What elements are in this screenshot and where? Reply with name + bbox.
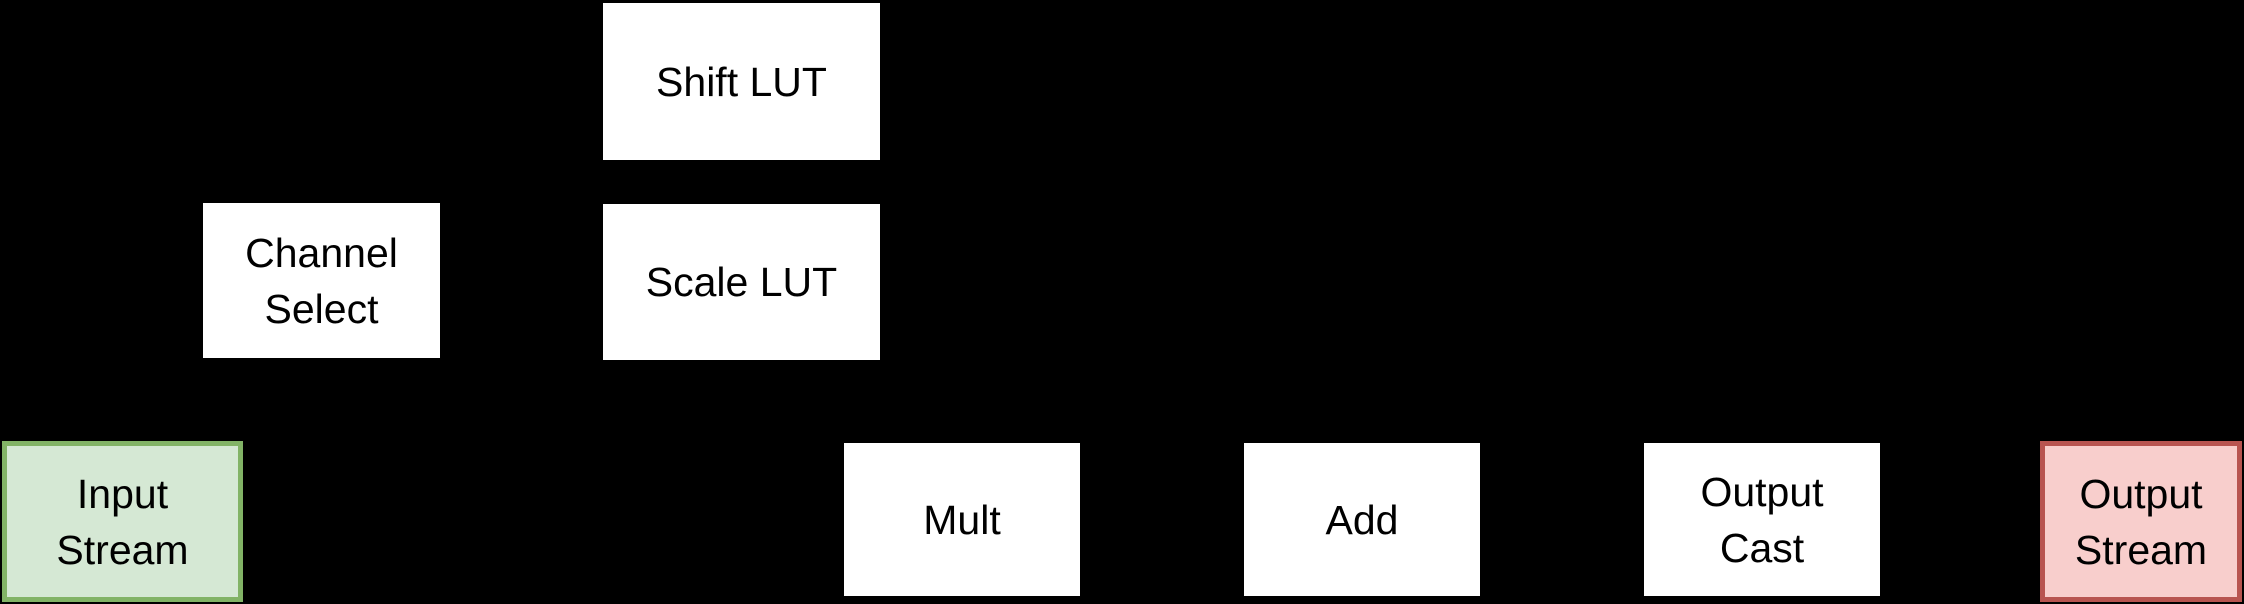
node-output-stream-label: Output Stream — [2074, 470, 2208, 573]
node-mult: Mult — [844, 443, 1080, 596]
node-channel-select: Channel Select — [203, 203, 440, 358]
node-shift-lut: Shift LUT — [603, 3, 880, 160]
node-shift-lut-label: Shift LUT — [656, 58, 827, 105]
node-output-cast: Output Cast — [1644, 443, 1880, 596]
node-add: Add — [1244, 443, 1480, 596]
node-channel-select-label: Channel Select — [245, 229, 398, 332]
node-output-stream: Output Stream — [2040, 441, 2242, 602]
node-input-stream: Input Stream — [2, 441, 243, 602]
node-input-stream-label: Input Stream — [56, 470, 189, 573]
node-scale-lut: Scale LUT — [603, 204, 880, 360]
node-output-cast-label: Output Cast — [1700, 468, 1824, 571]
node-add-label: Add — [1325, 496, 1399, 543]
node-mult-label: Mult — [923, 496, 1001, 543]
node-scale-lut-label: Scale LUT — [645, 259, 838, 305]
